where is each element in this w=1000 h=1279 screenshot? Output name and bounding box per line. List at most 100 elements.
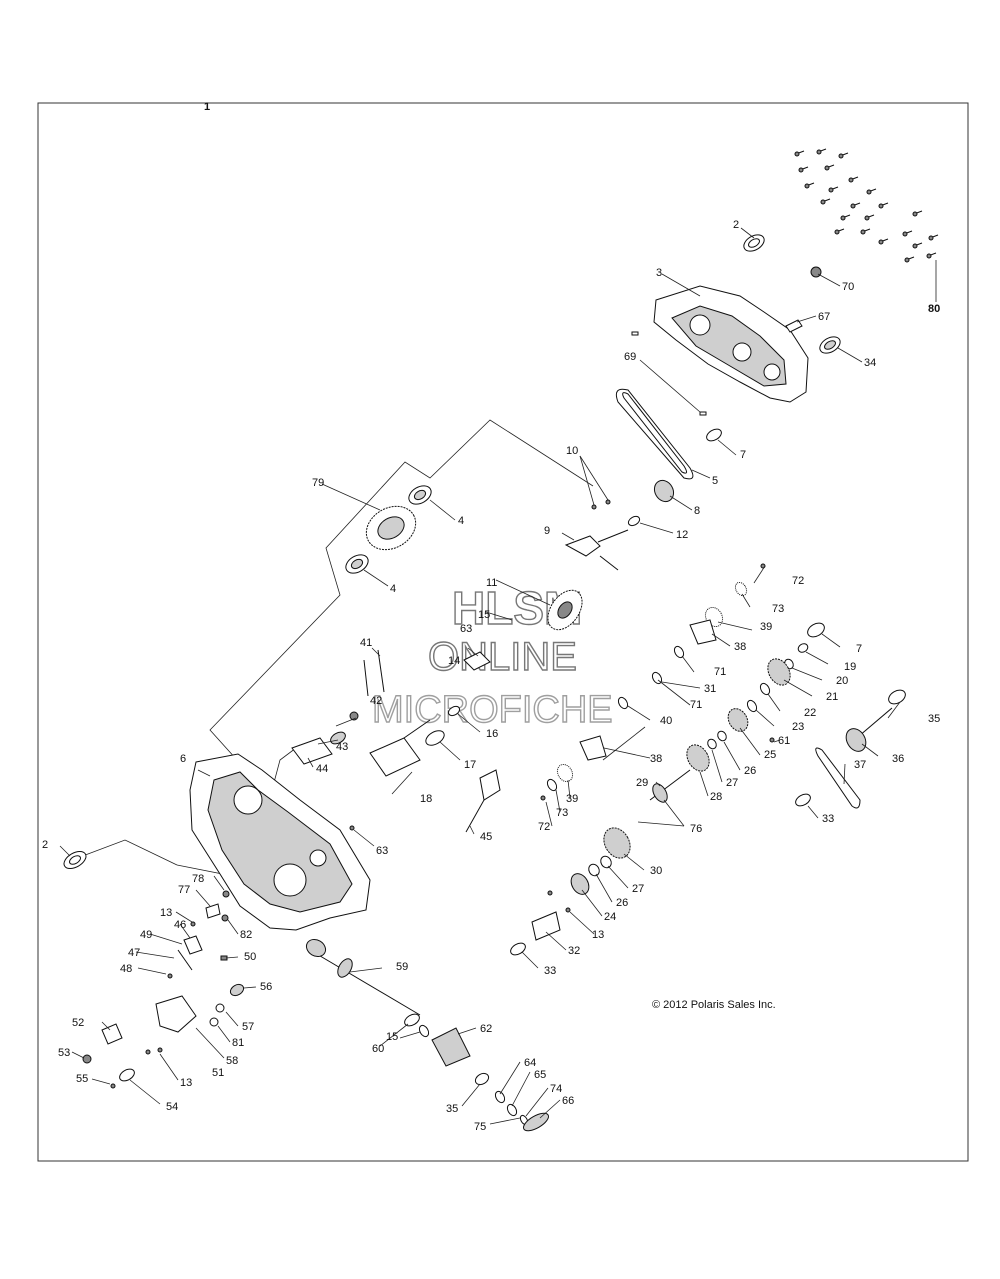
callout-40: 40 xyxy=(660,715,672,727)
ring-12 xyxy=(627,515,641,527)
callout-8: 8 xyxy=(694,505,700,517)
callout-28: 28 xyxy=(710,791,722,803)
callout-17: 17 xyxy=(464,759,476,771)
callout-47: 47 xyxy=(128,947,140,959)
shaft-45 xyxy=(465,769,501,833)
callout-21: 21 xyxy=(826,691,838,703)
callout-50: 50 xyxy=(244,951,256,963)
callout-46: 46 xyxy=(174,919,186,931)
callout-53: 53 xyxy=(58,1047,70,1059)
bearing-7-top xyxy=(706,428,722,442)
callout-71: 71 xyxy=(714,666,726,678)
callout-58: 58 xyxy=(226,1055,238,1067)
callout-44: 44 xyxy=(316,763,328,775)
callout-34: 34 xyxy=(864,357,876,369)
callout-72: 72 xyxy=(538,821,550,833)
callout-22: 22 xyxy=(804,707,816,719)
callout-27: 27 xyxy=(632,883,644,895)
callout-38: 38 xyxy=(734,641,746,653)
callout-52: 52 xyxy=(72,1017,84,1029)
left-case-half xyxy=(189,753,371,931)
callout-6: 6 xyxy=(180,753,186,765)
callout-32: 32 xyxy=(568,945,580,957)
callout-16: 16 xyxy=(486,728,498,740)
shaft-18 xyxy=(369,719,431,777)
callout-41: 41 xyxy=(360,637,372,649)
cover-44 xyxy=(291,737,333,765)
callout-73: 73 xyxy=(772,603,784,615)
callout-72: 72 xyxy=(792,575,804,587)
callout-39: 39 xyxy=(760,621,772,633)
callout-36: 36 xyxy=(892,753,904,765)
callout-33: 33 xyxy=(822,813,834,825)
gear-train-lower xyxy=(510,827,631,956)
callout-38: 38 xyxy=(650,753,662,765)
callout-78: 78 xyxy=(192,873,204,885)
callout-79: 79 xyxy=(312,477,324,489)
gear-8 xyxy=(653,479,675,503)
callout-4: 4 xyxy=(458,515,464,527)
bearing-17 xyxy=(425,730,445,746)
callout-69: 69 xyxy=(624,351,636,363)
seal-2-top xyxy=(743,234,765,252)
gear-79 xyxy=(365,505,417,551)
callout-9: 9 xyxy=(544,525,550,537)
callout-74: 74 xyxy=(550,1083,562,1095)
callout-24: 24 xyxy=(604,911,616,923)
callout-4: 4 xyxy=(390,583,396,595)
bearing-4-lower xyxy=(345,554,369,574)
pin-63-a xyxy=(349,825,355,831)
callout-64: 64 xyxy=(524,1057,536,1069)
callout-62: 62 xyxy=(480,1023,492,1035)
callout-37: 37 xyxy=(854,759,866,771)
callout-77: 77 xyxy=(178,884,190,896)
callout-23: 23 xyxy=(792,721,804,733)
callout-31: 31 xyxy=(704,683,716,695)
callout-2: 2 xyxy=(42,839,48,851)
callout-13: 13 xyxy=(160,907,172,919)
watermark: HLSM ONLINE MICROFICHE xyxy=(371,581,613,731)
sprocket-11 xyxy=(547,589,583,631)
callout-19: 19 xyxy=(844,661,856,673)
callout-42: 42 xyxy=(370,695,382,707)
callout-63: 63 xyxy=(376,845,388,857)
watermark-line3: MICROFICHE xyxy=(372,689,613,731)
callout-26: 26 xyxy=(744,765,756,777)
gear-train-center xyxy=(540,563,766,801)
linkage-parts-left xyxy=(82,890,245,1089)
callout-33: 33 xyxy=(544,965,556,977)
callout-82: 82 xyxy=(240,929,252,941)
lower-stack-60-75 xyxy=(404,1013,549,1132)
callout-75: 75 xyxy=(474,1121,486,1133)
callout-10: 10 xyxy=(566,445,578,457)
callout-7: 7 xyxy=(740,449,746,461)
callout-48: 48 xyxy=(120,963,132,975)
callout-5: 5 xyxy=(712,475,718,487)
gear-train-right xyxy=(686,622,825,772)
callout-2: 2 xyxy=(733,219,739,231)
callout-3: 3 xyxy=(656,267,662,279)
callout-11: 11 xyxy=(486,577,497,589)
callout-7: 7 xyxy=(856,643,862,655)
callout-67: 67 xyxy=(818,311,830,323)
assembly-number: 1 xyxy=(204,101,210,113)
pins-10 xyxy=(591,499,611,510)
output-shaft-assembly xyxy=(795,689,906,809)
callout-13: 13 xyxy=(180,1077,192,1089)
bolts-41 xyxy=(363,649,385,697)
callout-60: 60 xyxy=(372,1043,384,1055)
callout-18: 18 xyxy=(420,793,432,805)
callout-35: 35 xyxy=(446,1103,458,1115)
callout-56: 56 xyxy=(260,981,272,993)
right-case-half xyxy=(653,285,809,403)
shaft-29 xyxy=(649,769,691,803)
washer-14-16 xyxy=(447,651,491,717)
copyright-notice: © 2012 Polaris Sales Inc. xyxy=(652,999,776,1011)
callout-65: 65 xyxy=(534,1069,546,1081)
callout-45: 45 xyxy=(480,831,492,843)
callout-51: 51 xyxy=(212,1067,224,1079)
leader-lines xyxy=(59,227,937,1125)
drive-belt-5 xyxy=(615,388,694,480)
callout-15: 15 xyxy=(386,1031,398,1043)
